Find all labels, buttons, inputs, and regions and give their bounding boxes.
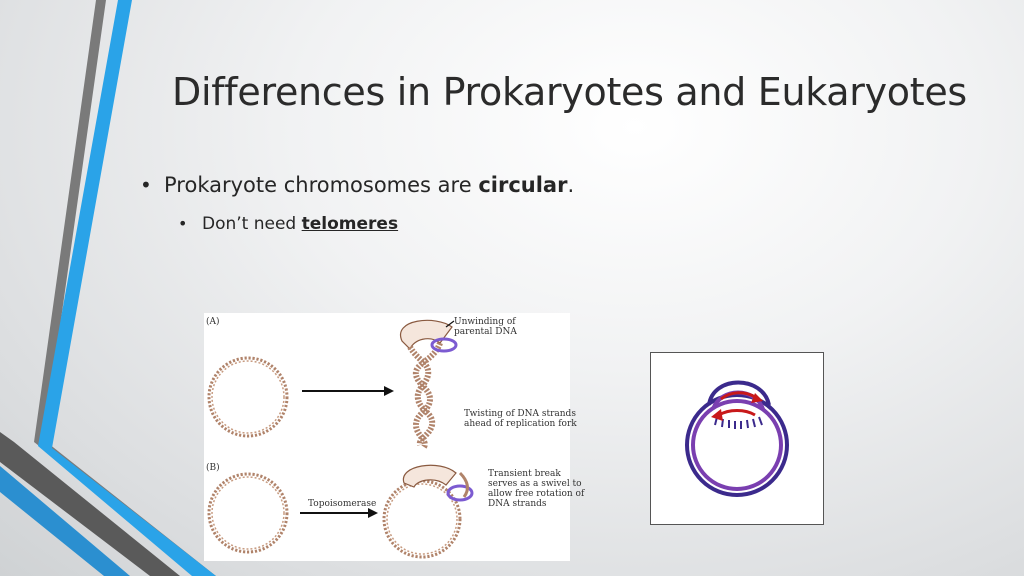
dna-replication-figure: (A) (B) Unwinding of parental DNA Twisti… [204,313,584,561]
bullet-text: Prokaryote chromosomes are [164,173,479,197]
transient-label-2: serves as a swivel to [488,479,582,489]
bullet-text-end: . [567,173,575,197]
unwinding-label-2: parental DNA [454,327,517,337]
sub-bullet-marker: • [178,214,188,233]
twisting-label-2: ahead of replication fork [464,419,577,429]
topoisomerase-label: Topoisomerase [308,499,377,509]
replication-bubble-figure [650,352,824,525]
sub-bullet-telomeres: • Don’t need telomeres [178,214,398,234]
bullet-marker: • [140,173,152,197]
transient-label-4: DNA strands [488,499,547,509]
slide-title: Differences in Prokaryotes and Eukaryote… [172,70,967,114]
sub-bullet-text: Don’t need [202,214,302,234]
panel-b-label: (B) [206,463,220,473]
circular-dna-a [207,356,289,438]
unwinding-label-1: Unwinding of [454,317,516,327]
sub-bullet-emphasis: telomeres [301,214,399,234]
bullet-prokaryote-chromosomes: • Prokaryote chromosomes are circular. [140,173,574,197]
dna-replication-diagram [207,319,474,559]
transient-label-3: allow free rotation of [488,489,585,499]
supercoiled-dna [399,319,458,449]
replication-bubble-diagram [685,380,789,497]
twisting-label-1: Twisting of DNA strands [464,409,576,419]
transient-label-1: Transient break [488,469,561,479]
panel-a-label: (A) [206,317,220,327]
circular-dna-b [207,472,289,554]
bullet-emphasis: circular [478,173,568,197]
relaxed-dna [382,464,474,559]
